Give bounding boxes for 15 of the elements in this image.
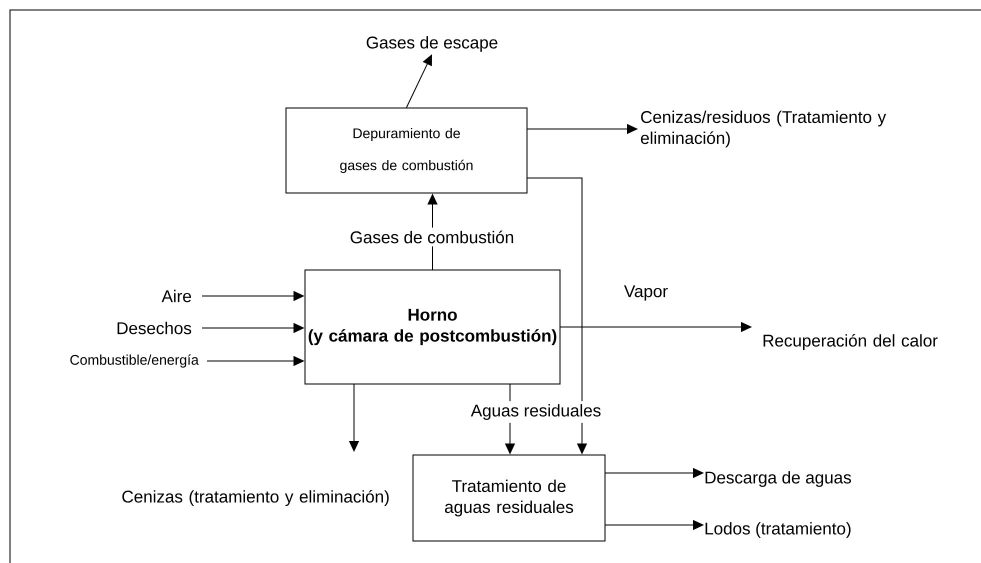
edge-label: Aguas residuales (468, 401, 604, 423)
input-label: Desechos (118, 322, 192, 334)
input-label: Aire (162, 290, 192, 302)
output-label: Cenizas/residuos (Tratamiento y eliminación) (640, 110, 886, 148)
output-label: Descarga de aguas (706, 471, 851, 487)
process-box: Horno (y cámara de postcombustión) (304, 270, 560, 384)
output-label: Gases de escape (366, 36, 498, 52)
edge-label: Vapor (620, 282, 672, 304)
output-label: Cenizas (tratamiento y eliminación) (122, 490, 389, 506)
output-label: Lodos (tratamiento) (706, 522, 851, 538)
edge-label: Gases de combustión (346, 228, 518, 246)
process-box: Tratamiento de aguas residuales (412, 454, 606, 542)
process-box: Depuramiento de gases de combustión (286, 108, 528, 194)
output-label: Recuperación del calor (764, 334, 938, 350)
input-label: Combustible/energía (70, 354, 199, 368)
